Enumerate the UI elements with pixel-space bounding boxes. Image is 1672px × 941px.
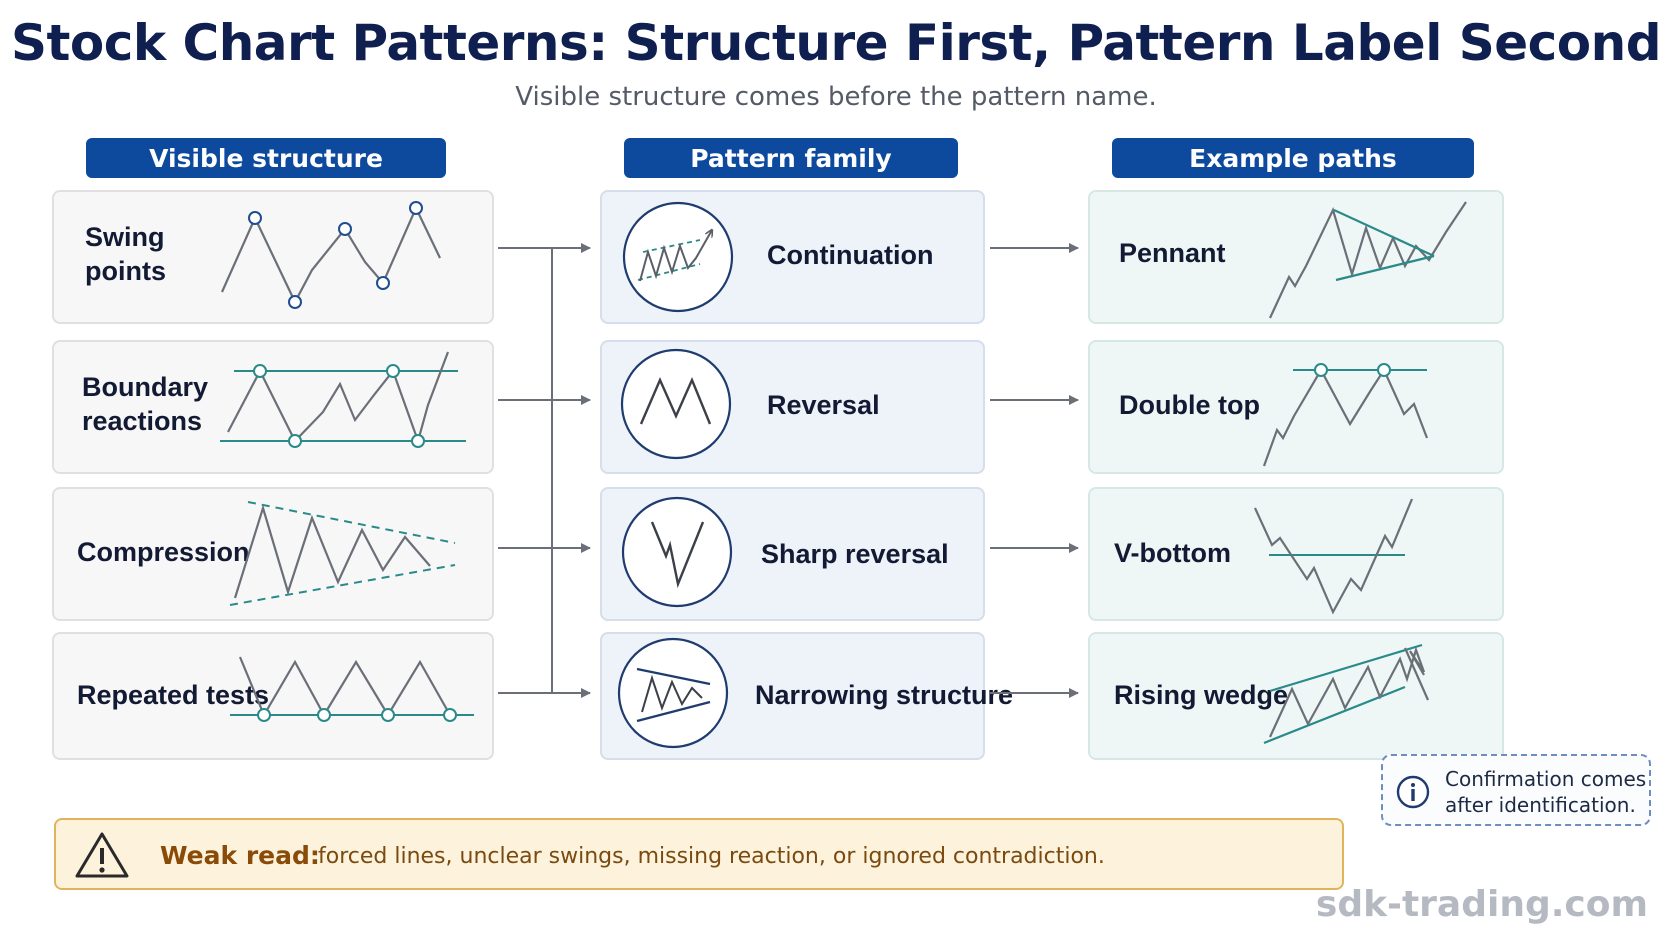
- warning-text: forced lines, unclear swings, missing re…: [318, 844, 1105, 869]
- reversal-icon: [620, 348, 732, 460]
- column-header-family: Pattern family: [624, 138, 958, 178]
- compression-sketch: [229, 501, 456, 606]
- column-header-examples: Example paths: [1112, 138, 1474, 178]
- page-title: Stock Chart Patterns: Structure First, P…: [10, 14, 1662, 72]
- boundary-reactions-sketch: [220, 351, 466, 448]
- example-card-double-top: [1088, 340, 1504, 474]
- connector-arrows: [498, 243, 1079, 698]
- repeated-tests-sketch: [230, 656, 474, 722]
- weak-read-warning: Weak read: forced lines, unclear swings,…: [54, 818, 1344, 890]
- rising-wedge-sketch: [1263, 643, 1430, 745]
- continuation-icon: [622, 201, 734, 313]
- narrowing-structure-icon: [617, 637, 729, 749]
- confirmation-note: Confirmation comes after identification.: [1381, 754, 1651, 826]
- label-rising-wedge: Rising wedge: [1114, 680, 1289, 710]
- structure-card-repeated: [52, 632, 494, 760]
- pennant-sketch: [1269, 201, 1467, 319]
- v-bottom-sketch: [1254, 498, 1414, 615]
- label-narrowing-structure: Narrowing structure: [755, 680, 1014, 710]
- example-card-pennant: [1088, 190, 1504, 324]
- label-compression: Compression: [77, 537, 250, 567]
- sharp-reversal-icon: [621, 496, 733, 608]
- warning-label: Weak read:: [160, 841, 320, 870]
- structure-card-boundary: [52, 340, 494, 474]
- label-pennant: Pennant: [1119, 238, 1226, 268]
- label-v-bottom: V-bottom: [1114, 538, 1231, 568]
- label-continuation: Continuation: [767, 240, 934, 270]
- label-reversal: Reversal: [767, 390, 880, 420]
- label-repeated-tests: Repeated tests: [77, 680, 270, 710]
- brand-watermark: sdk-trading.com: [1315, 884, 1648, 925]
- label-sharp-reversal: Sharp reversal: [761, 539, 949, 569]
- label-double-top: Double top: [1119, 390, 1260, 420]
- page-subtitle: Visible structure comes before the patte…: [515, 82, 1157, 112]
- swing-points-sketch: [220, 201, 441, 309]
- double-top-sketch: [1262, 363, 1429, 467]
- info-icon: [1396, 775, 1430, 809]
- column-header-structure: Visible structure: [86, 138, 446, 178]
- warning-icon: [75, 832, 129, 878]
